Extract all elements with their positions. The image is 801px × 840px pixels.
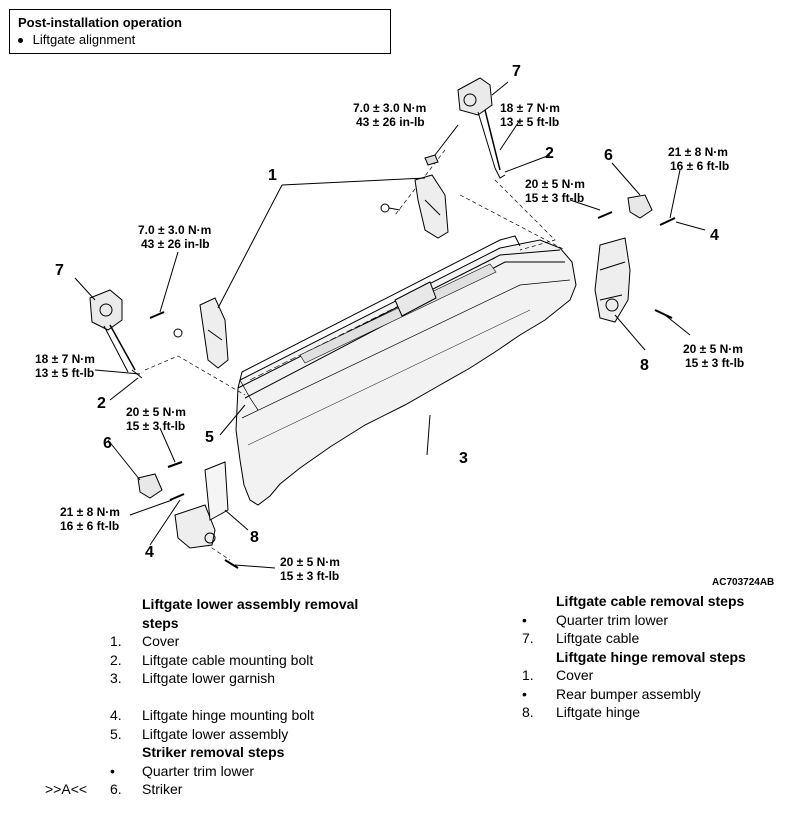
torque-right-top-nm: 21 ± 8 N·m [668, 145, 728, 159]
right-steps-list: Liftgate cable removal steps • Quarter tr… [522, 592, 792, 722]
list-item: • Quarter trim lower [45, 762, 405, 781]
steps-heading: Striker removal steps [142, 744, 285, 760]
bracket-top [380, 174, 449, 239]
torque-left-small-inlb: 43 ± 26 in-lb [141, 237, 210, 251]
step-text: Cover [142, 633, 180, 649]
step-number: 5. [110, 725, 122, 742]
bracket-left [173, 297, 229, 369]
reference-marker: >>A<< [45, 781, 88, 797]
torque-right-top-ftlb: 16 ± 6 ft-lb [670, 159, 729, 173]
callout-8-right: 8 [640, 357, 649, 374]
bullet-icon: • [110, 762, 115, 779]
steps-heading: Liftgate hinge removal steps [556, 648, 746, 665]
list-item: >>A<< 6. Striker [45, 780, 405, 799]
list-item: 7. Liftgate cable [522, 629, 792, 648]
callout-2-top: 2 [545, 145, 554, 162]
torque-left-small-nm: 7.0 ± 3.0 N·m [138, 223, 211, 237]
torque-left-low-nm: 21 ± 8 N·m [60, 505, 120, 519]
liftgate-lower-garnish [235, 235, 577, 506]
list-item: • Quarter trim lower [522, 611, 792, 630]
left-steps-list: Liftgate lower assembly removal steps 1.… [45, 595, 405, 799]
torque-left-mid-nm: 20 ± 5 N·m [126, 405, 186, 419]
liftgate-cable-top [457, 77, 506, 179]
list-item: 1. Cover [522, 666, 792, 685]
callout-7-left: 7 [55, 262, 64, 279]
list-item: 8. Liftgate hinge [522, 703, 792, 722]
step-text: Liftgate cable mounting bolt [142, 651, 314, 668]
steps-heading: steps [142, 614, 179, 631]
torque-left-low-ftlb: 16 ± 6 ft-lb [60, 519, 119, 533]
list-item: 4. Liftgate hinge mounting bolt [45, 706, 405, 725]
list-item: 5. Liftgate lower assembly [45, 725, 405, 744]
torque-right-low-nm: 20 ± 5 N·m [683, 342, 743, 356]
step-text: Liftgate hinge [556, 704, 641, 720]
list-item: steps [45, 614, 405, 633]
step-text: Liftgate lower garnish [142, 670, 276, 686]
list-item-spacer [45, 688, 405, 707]
bullet-icon: • [522, 611, 527, 628]
striker-left [137, 473, 163, 499]
step-number: 2. [110, 651, 122, 668]
bullet-icon: • [522, 685, 527, 702]
torque-left-mid-ftlb: 15 ± 3 ft-lb [126, 419, 185, 433]
torque-top-small-inlb: 43 ± 26 in-lb [356, 115, 425, 129]
callout-6-right: 6 [604, 147, 613, 164]
step-number: 7. [522, 630, 534, 646]
list-item: 2. Liftgate cable mounting bolt [45, 651, 405, 670]
step-number: 1. [110, 633, 122, 649]
step-text: Cover [556, 667, 594, 683]
list-item: 1. Cover [45, 632, 405, 651]
post-installation-item-text: Liftgate alignment [32, 32, 136, 47]
torque-top-cable-nm: 18 ± 7 N·m [500, 101, 560, 115]
step-number: 1. [522, 667, 534, 683]
step-number: 8. [522, 704, 534, 720]
step-number: 4. [110, 707, 122, 723]
list-item: Liftgate cable removal steps [522, 592, 792, 611]
callout-4-right: 4 [710, 227, 719, 244]
torque-left-cable-ftlb: 13 ± 5 ft-lb [35, 366, 94, 380]
callout-8-left: 8 [250, 529, 259, 546]
liftgate-hinge-left [174, 461, 229, 549]
list-item: Striker removal steps [45, 743, 405, 762]
steps-heading: Liftgate lower assembly removal [142, 596, 359, 612]
list-item: Liftgate lower assembly removal [45, 595, 405, 614]
exploded-view-diagram: 1 2 2 3 4 4 5 6 6 7 7 8 8 7.0 ± 3.0 N·m … [35, 63, 774, 588]
list-item: • Rear bumper assembly [522, 685, 792, 704]
step-text: Liftgate hinge mounting bolt [142, 707, 315, 723]
torque-right-mid-ftlb: 15 ± 3 ft-lb [525, 191, 584, 205]
callout-1: 1 [268, 167, 277, 184]
callout-6-left: 6 [103, 435, 112, 452]
torque-right-mid-nm: 20 ± 5 N·m [525, 177, 585, 191]
list-item: Liftgate hinge removal steps [522, 648, 792, 667]
callout-3: 3 [459, 450, 468, 467]
torque-left-cable-nm: 18 ± 7 N·m [35, 352, 95, 366]
striker-right [627, 194, 653, 219]
callout-2-left: 2 [97, 395, 106, 412]
liftgate-hinge-right [594, 237, 631, 323]
step-number: 3. [110, 670, 122, 686]
callout-4-left: 4 [145, 544, 154, 561]
step-number: 6. [110, 781, 122, 797]
callout-7-top: 7 [512, 63, 521, 80]
liftgate-cable-left [89, 289, 143, 379]
step-text: Liftgate lower assembly [142, 725, 289, 742]
torque-bottom-ftlb: 15 ± 3 ft-lb [280, 569, 339, 583]
steps-heading: Liftgate cable removal steps [556, 593, 745, 609]
step-text: Striker [142, 781, 183, 797]
step-text: Rear bumper assembly [556, 685, 701, 702]
step-text: Quarter trim lower [556, 611, 669, 628]
post-installation-box: Post-installation operation Liftgate ali… [9, 9, 391, 54]
torque-right-low-ftlb: 15 ± 3 ft-lb [685, 356, 744, 370]
torque-top-small-nm: 7.0 ± 3.0 N·m [353, 101, 426, 115]
bullet-icon [18, 38, 23, 43]
post-installation-title: Post-installation operation [18, 15, 182, 30]
step-text: Liftgate cable [556, 630, 640, 646]
list-item: 3. Liftgate lower garnish [45, 669, 405, 688]
step-text: Quarter trim lower [142, 762, 255, 779]
post-installation-item: Liftgate alignment [18, 31, 382, 48]
callout-5: 5 [205, 429, 214, 446]
torque-bottom-nm: 20 ± 5 N·m [280, 555, 340, 569]
figure-code: AC703724AB [712, 577, 774, 588]
torque-top-cable-ftlb: 13 ± 5 ft-lb [500, 115, 559, 129]
